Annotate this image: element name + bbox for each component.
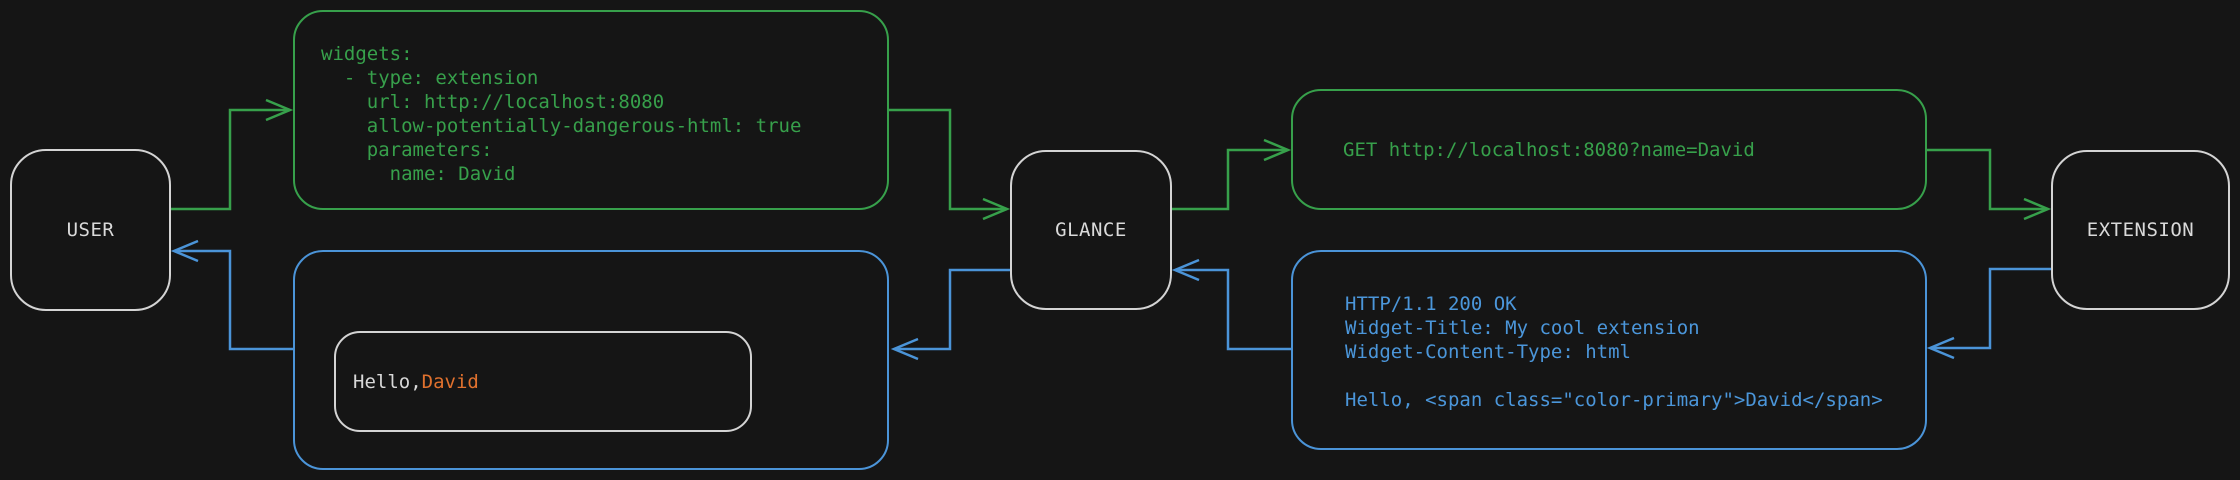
arrow-extension-to-response	[1926, 267, 2051, 360]
rendered-widget-box: MY COOL EXTENSION Hello, David	[293, 250, 889, 470]
http-request-box: GET http://localhost:8080?name=David	[1291, 89, 1927, 210]
arrow-response-to-glance	[1171, 258, 1291, 351]
greeting-name: David	[421, 370, 479, 393]
arrow-glance-to-widget	[890, 268, 1010, 361]
node-glance: GLANCE	[1010, 150, 1172, 310]
config-yaml-box: widgets: - type: extension url: http://l…	[293, 10, 889, 210]
arrow-widget-to-user	[170, 239, 293, 351]
node-glance-label: GLANCE	[1055, 219, 1127, 241]
node-user: USER	[10, 149, 171, 311]
http-request-code: GET http://localhost:8080?name=David	[1343, 138, 1755, 161]
greeting-text: Hello,	[353, 370, 422, 393]
http-response-code: HTTP/1.1 200 OK Widget-Title: My cool ex…	[1345, 293, 1883, 411]
arrow-request-to-extension	[1927, 148, 2052, 221]
widget-content-frame: Hello, David	[334, 331, 752, 432]
config-yaml-code: widgets: - type: extension url: http://l…	[321, 43, 802, 185]
node-user-label: USER	[66, 219, 115, 241]
arrow-user-to-config	[171, 98, 294, 211]
node-extension: EXTENSION	[2051, 150, 2230, 310]
node-extension-label: EXTENSION	[2086, 219, 2195, 241]
arrow-config-to-glance	[889, 108, 1011, 221]
http-response-box: HTTP/1.1 200 OK Widget-Title: My cool ex…	[1291, 250, 1927, 450]
arrow-glance-to-request	[1172, 138, 1292, 211]
